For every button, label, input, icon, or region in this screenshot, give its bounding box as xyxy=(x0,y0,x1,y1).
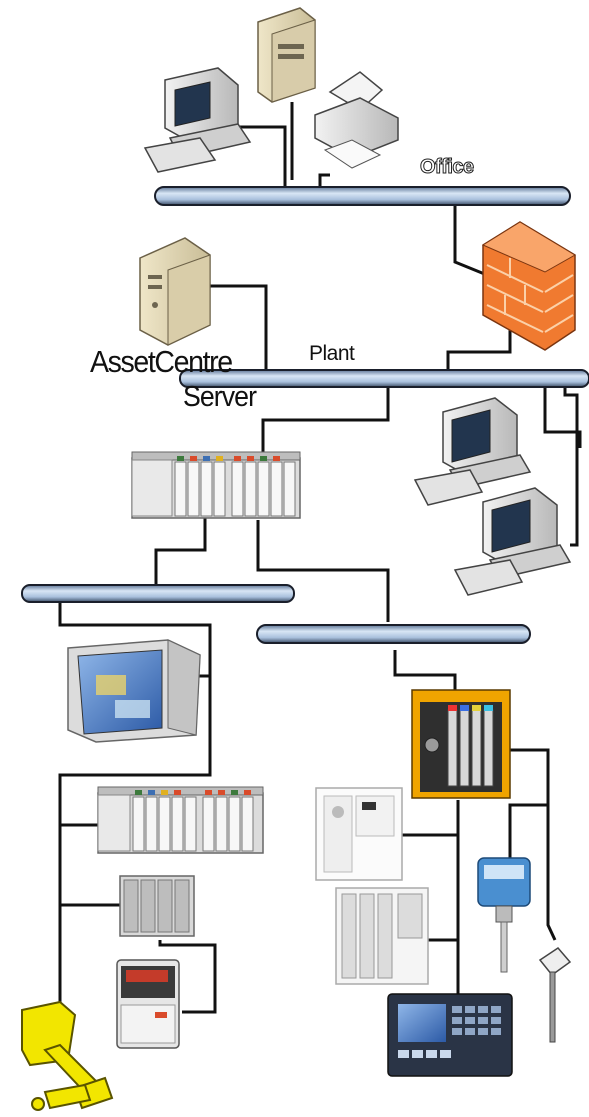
plant-workstation-icon xyxy=(413,397,532,506)
temperature-probe-icon xyxy=(538,947,572,1043)
cable-io-sensors xyxy=(510,748,557,941)
office-tower-server-icon xyxy=(257,7,316,103)
plant-bus xyxy=(179,369,589,388)
cable-ctrl-left-bus xyxy=(154,518,207,586)
buses xyxy=(21,186,589,644)
right-field-bus xyxy=(256,624,531,644)
plant-network-label: Plant xyxy=(309,342,355,365)
cable-left-bus-down xyxy=(58,602,212,1005)
fieldbus-io-icon xyxy=(411,689,511,799)
office-network-label: Office xyxy=(420,156,475,179)
compact-io-icon xyxy=(119,875,195,937)
cable-right-bus-io xyxy=(393,650,457,690)
cable-firewall-plant xyxy=(446,330,512,372)
controllogix-rack-icon xyxy=(97,786,264,854)
cable-server-plant xyxy=(206,284,268,375)
cable-office-pc xyxy=(237,125,287,192)
server-label: Server xyxy=(183,381,257,413)
plant-controller-icon xyxy=(131,451,301,519)
safety-relay-icon xyxy=(315,787,403,881)
assetcentre-server-icon xyxy=(139,237,211,346)
cable-plant-controller xyxy=(261,386,390,452)
cable-compact-drive xyxy=(158,940,217,1014)
robot-arm-icon xyxy=(21,1000,114,1111)
cable-office-firewall xyxy=(453,205,488,277)
office-workstation-icon xyxy=(143,67,252,173)
operator-terminal-icon xyxy=(387,993,513,1077)
assetcentre-label: AssetCentre xyxy=(90,344,233,379)
cables xyxy=(58,102,582,1014)
plant-workstation-icon xyxy=(453,487,572,596)
powerflex-drive-icon xyxy=(116,959,180,1049)
cable-plant-ws2 xyxy=(563,386,579,547)
office-bus xyxy=(154,186,571,206)
firewall-icon xyxy=(481,221,576,351)
motion-controller-icon xyxy=(335,887,429,985)
left-field-bus xyxy=(21,584,295,603)
cable-ctrl-right-bus xyxy=(256,520,390,622)
cable-plant-ws1 xyxy=(543,386,582,448)
printer-icon xyxy=(314,71,399,169)
cable-sensor-blue xyxy=(508,803,548,860)
level-sensor-icon xyxy=(477,857,531,973)
hmi-panel-icon xyxy=(67,639,201,743)
